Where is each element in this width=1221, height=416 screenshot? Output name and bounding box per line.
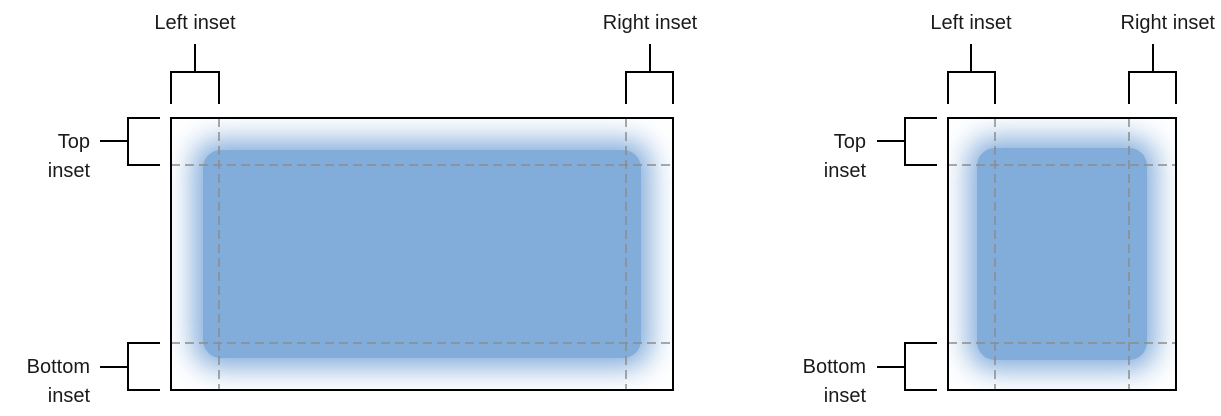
top-inset-label-line2: inset	[48, 160, 91, 182]
left-inset-label: Left inset	[154, 12, 236, 34]
right-inset-label: Right inset	[603, 12, 698, 34]
narrow-inset-diagram: Left inset Right inset Top inset Bottom …	[803, 12, 1216, 407]
inset-guides-wide	[171, 118, 673, 390]
bottom-inset-label-line2: inset	[48, 385, 91, 407]
left-inset-label: Left inset	[930, 12, 1012, 34]
frame-border-wide	[170, 117, 674, 391]
top-inset-label-line1: Top	[58, 131, 90, 153]
right-inset-bracket	[1128, 44, 1177, 104]
right-inset-bracket	[625, 44, 674, 104]
bottom-inset-label-line2: inset	[824, 385, 867, 407]
content-area-wide	[193, 140, 651, 368]
inset-brackets-wide	[100, 44, 674, 391]
top-inset-bracket	[100, 117, 160, 166]
wide-inset-diagram: Left inset Right inset Top inset Bottom …	[27, 12, 698, 407]
bottom-inset-label-line1: Bottom	[803, 356, 866, 378]
top-inset-bracket	[877, 117, 937, 166]
bottom-inset-bracket	[100, 342, 160, 391]
left-inset-bracket	[170, 44, 220, 104]
top-inset-label-line2: inset	[824, 160, 867, 182]
right-inset-label: Right inset	[1121, 12, 1216, 34]
inset-guides-narrow	[948, 118, 1176, 390]
content-area-narrow	[968, 138, 1156, 370]
inset-brackets-narrow	[877, 44, 1177, 391]
bottom-inset-label-line1: Bottom	[27, 356, 90, 378]
top-inset-label-line1: Top	[834, 131, 866, 153]
bottom-inset-bracket	[877, 342, 937, 391]
frame-border-narrow	[947, 117, 1177, 391]
left-inset-bracket	[947, 44, 996, 104]
